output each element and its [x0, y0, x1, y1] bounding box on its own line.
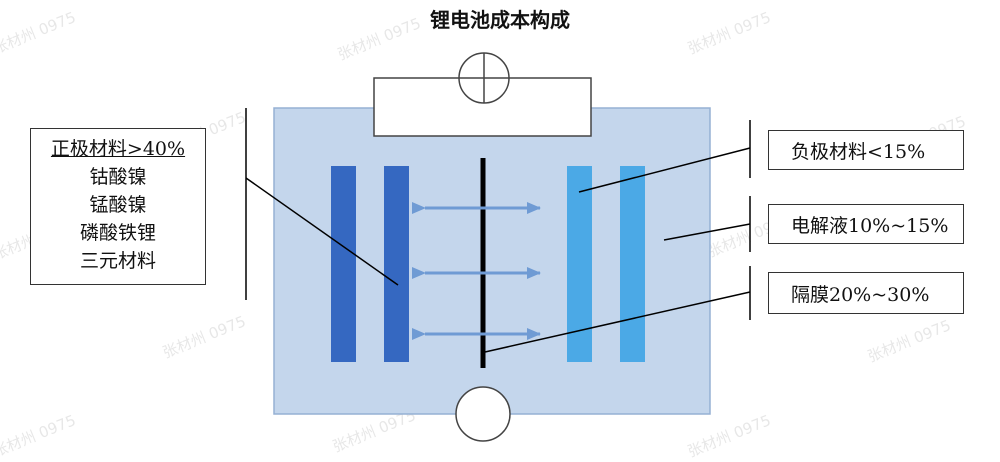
cathode-item: 三元材料	[79, 250, 156, 272]
cathode-plate	[331, 166, 356, 362]
battery-diagram	[245, 52, 751, 442]
cathode-label-box: 正极材料>40% 钴酸镍 锰酸镍 磷酸铁锂 三元材料	[30, 128, 206, 285]
separator-label: 隔膜20%~30%	[791, 283, 930, 306]
cathode-item: 磷酸铁锂	[79, 222, 156, 244]
cathode-plate	[384, 166, 409, 362]
cathode-heading: 正极材料>40%	[50, 138, 186, 160]
anode-label-box: 负极材料<15%	[768, 130, 964, 170]
separator-leader-line	[484, 291, 751, 353]
separator-label-box: 隔膜20%~30%	[768, 272, 964, 314]
electrolyte-label: 电解液10%~15%	[791, 214, 949, 237]
cathode-item: 锰酸镍	[89, 194, 147, 216]
electrolyte-label-box: 电解液10%~15%	[768, 204, 964, 244]
cell-port-icon	[455, 386, 511, 442]
anode-leader-line	[578, 147, 751, 193]
anode-plate	[620, 166, 645, 362]
electrolyte-leader-line	[663, 223, 751, 241]
cathode-item: 钴酸镍	[89, 166, 147, 188]
anode-label: 负极材料<15%	[791, 140, 926, 163]
cathode-leader-line	[245, 177, 399, 286]
diagram-title: 锂电池成本构成	[430, 8, 570, 32]
